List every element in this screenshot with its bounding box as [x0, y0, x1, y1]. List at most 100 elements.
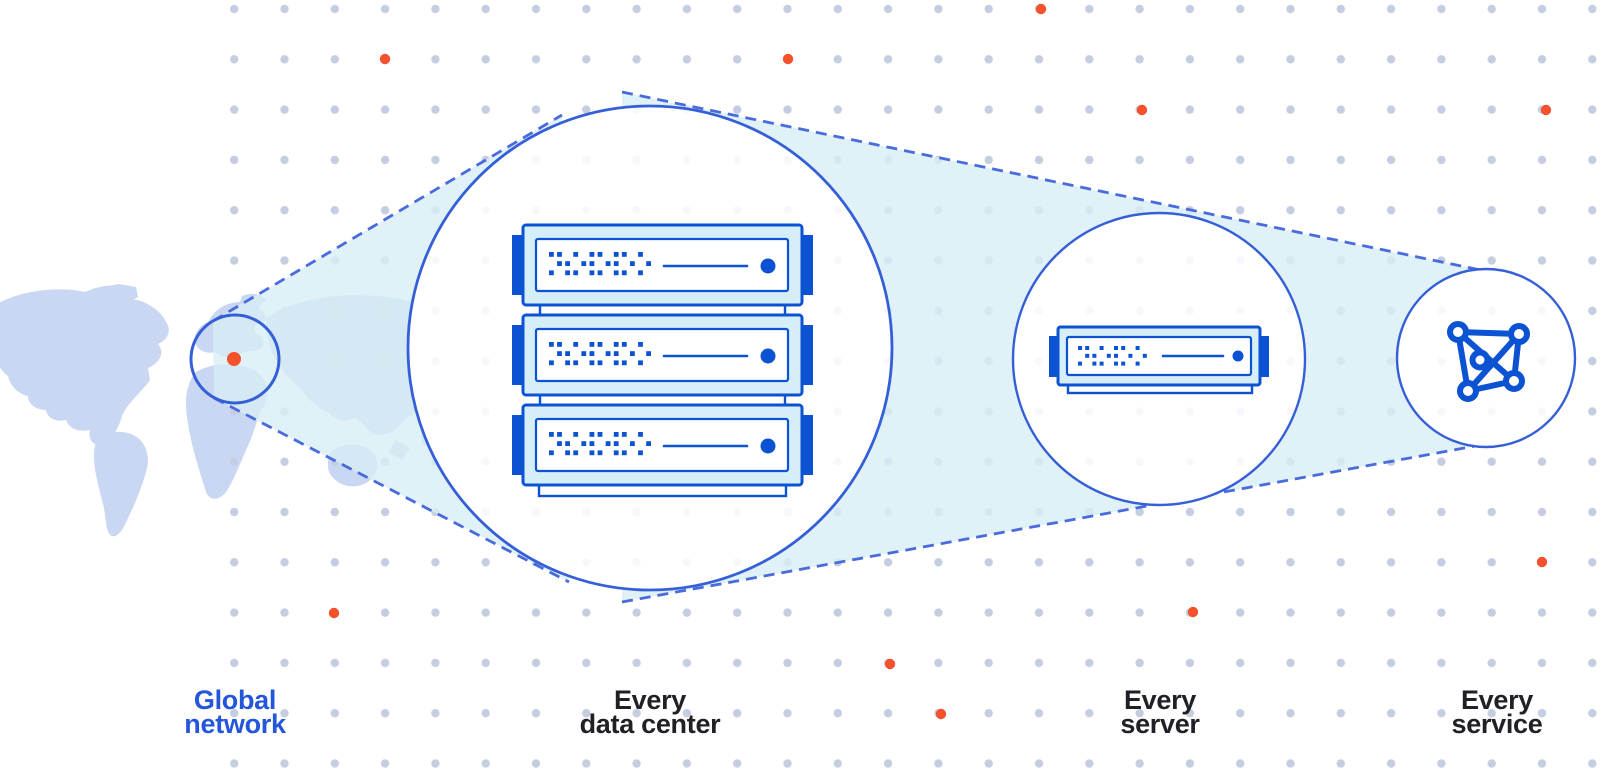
vent-cell [557, 261, 562, 266]
label-line: network [184, 709, 286, 739]
vent-cell [565, 441, 570, 446]
rack-unit-faceplate [534, 327, 790, 383]
rack-left-tab [512, 235, 523, 295]
dashed-tangent-lower-right [621, 436, 1520, 604]
vent-cell [1121, 346, 1126, 350]
vent-cell [1099, 346, 1104, 350]
vent-cell [613, 351, 619, 356]
vent-cell [605, 351, 611, 356]
label-line: Every [1460, 685, 1534, 715]
vent-cell [589, 270, 595, 276]
vent-cell [621, 432, 627, 437]
accent-dot [1536, 556, 1548, 568]
vent-cell [565, 261, 570, 266]
vent-cell [565, 360, 570, 366]
label-line: Every [1123, 685, 1197, 715]
vent-cell [638, 342, 643, 347]
accent-dot [379, 53, 391, 65]
vent-cell [589, 351, 595, 356]
rack-unit-faceplate [534, 237, 790, 293]
vent-cell [613, 432, 619, 437]
rack-right-tab [802, 415, 813, 475]
vent-cell [573, 342, 579, 347]
accent-dot [328, 607, 340, 619]
vent-cell [1099, 361, 1104, 366]
rack-unit-vents [549, 252, 651, 276]
vent-cell [646, 351, 651, 356]
vent-cell [597, 342, 603, 347]
vent-cell [613, 261, 619, 266]
vent-cell [1114, 361, 1118, 366]
server-faceplate [1065, 335, 1253, 377]
vent-cell [638, 252, 643, 257]
map-location-marker-icon [227, 352, 241, 366]
vent-cell [549, 270, 554, 276]
label-line: Global [193, 685, 277, 715]
vent-cell [646, 261, 651, 266]
rack-unit-faceplate [534, 417, 790, 473]
label-line: server [1120, 709, 1200, 739]
vent-cell [557, 432, 562, 437]
map-highlight-circle [189, 313, 281, 405]
vent-cell [557, 351, 562, 356]
vent-cell [565, 351, 570, 356]
vent-cell [589, 441, 595, 446]
vent-cell [605, 261, 611, 266]
vent-cell [613, 270, 619, 276]
vent-cell [1106, 353, 1111, 358]
vent-cell [581, 351, 587, 356]
vent-cell [613, 252, 619, 257]
vent-cell [589, 342, 595, 347]
vent-cell [621, 450, 627, 456]
vent-cell [1142, 353, 1147, 358]
label-every-data-center: Every data center [520, 687, 780, 738]
accent-dot [1187, 606, 1199, 618]
accent-dot [935, 708, 947, 720]
vent-cell [630, 261, 635, 266]
vent-cell [1092, 361, 1097, 366]
vent-cell [549, 432, 554, 437]
vent-cell [589, 432, 595, 437]
continent-greenland [96, 284, 138, 306]
vent-cell [1078, 361, 1082, 366]
rack-unit-power-led [760, 258, 776, 274]
vent-cell [549, 450, 554, 456]
vent-cell [597, 432, 603, 437]
vent-cell [565, 450, 570, 456]
vent-cell [1135, 346, 1140, 350]
dashed-tangent-upper-right [621, 90, 1520, 280]
vent-cell [581, 441, 587, 446]
vent-cell [589, 261, 595, 266]
vent-cell [1128, 353, 1133, 358]
server-rack-icon [512, 223, 813, 498]
vent-cell [597, 252, 603, 257]
vent-cell [549, 342, 554, 347]
accent-dot [1035, 3, 1047, 15]
continent-north-america [0, 285, 169, 445]
vent-cell [565, 270, 570, 276]
accent-dot [884, 658, 896, 670]
label-every-server: Every server [1030, 685, 1290, 739]
vent-cell [605, 441, 611, 446]
vent-cell [1114, 353, 1118, 358]
vent-cell [613, 360, 619, 366]
graph-node [1447, 321, 1469, 343]
vent-cell [573, 252, 579, 257]
label-global-network: Global network [105, 685, 365, 739]
rack-unit-vents [549, 432, 651, 456]
rack-unit-power-led [760, 348, 776, 364]
accent-dot [1540, 104, 1552, 116]
vent-cell [1085, 346, 1090, 350]
network-graph-icon [1447, 321, 1530, 402]
graph-node [1457, 380, 1479, 402]
label-every-service: Every service [1367, 685, 1620, 738]
graph-node [1503, 370, 1525, 392]
vent-cell [621, 252, 627, 257]
rack-left-tab [512, 415, 523, 475]
vent-cell [557, 252, 562, 257]
vent-cell [589, 450, 595, 456]
server-left-tab [1049, 336, 1058, 377]
vent-cell [589, 360, 595, 366]
vent-cell [1078, 346, 1082, 350]
